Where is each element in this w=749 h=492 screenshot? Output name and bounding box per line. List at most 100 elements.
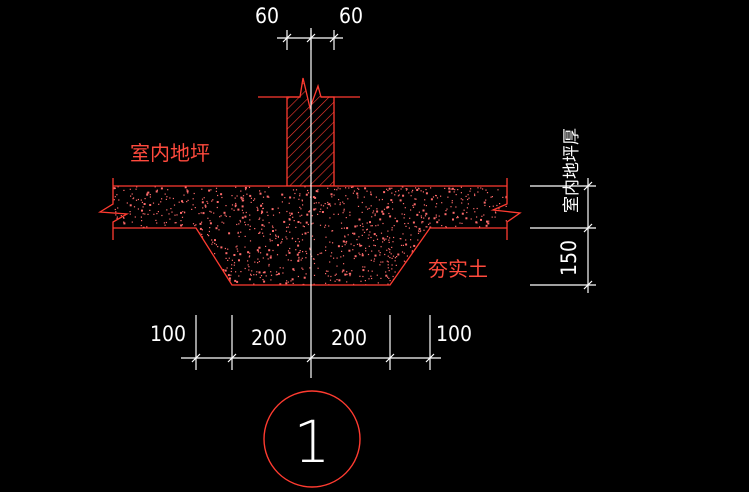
concrete-speckle <box>418 188 420 190</box>
concrete-speckle <box>166 281 168 283</box>
concrete-speckle <box>113 199 115 201</box>
concrete-speckle <box>311 223 313 225</box>
concrete-speckle <box>454 253 456 255</box>
concrete-speckle <box>437 232 440 235</box>
concrete-speckle <box>391 264 393 266</box>
concrete-speckle <box>178 233 180 235</box>
concrete-speckle <box>425 284 427 285</box>
concrete-speckle <box>160 273 163 275</box>
concrete-speckle <box>402 194 405 197</box>
concrete-speckle <box>249 194 252 197</box>
concrete-speckle <box>341 245 343 247</box>
concrete-speckle <box>329 261 331 263</box>
concrete-speckle <box>386 235 389 238</box>
concrete-speckle <box>500 235 502 237</box>
concrete-speckle <box>156 213 158 215</box>
concrete-speckle <box>248 269 250 271</box>
concrete-speckle <box>370 194 372 196</box>
concrete-speckle <box>476 222 478 224</box>
concrete-speckle <box>205 281 207 283</box>
concrete-speckle <box>131 274 134 277</box>
concrete-speckle <box>283 220 286 223</box>
concrete-speckle <box>423 229 425 231</box>
concrete-speckle <box>183 194 185 196</box>
concrete-speckle <box>123 189 125 191</box>
concrete-speckle <box>208 235 210 237</box>
concrete-speckle <box>161 277 163 279</box>
concrete-speckle <box>244 186 247 189</box>
concrete-speckle <box>116 217 118 220</box>
concrete-speckle <box>495 252 497 254</box>
concrete-speckle <box>425 226 427 228</box>
concrete-speckle <box>293 197 295 199</box>
concrete-speckle <box>129 264 132 267</box>
concrete-speckle <box>249 240 252 242</box>
concrete-speckle <box>367 270 369 272</box>
concrete-speckle <box>262 257 264 259</box>
concrete-speckle <box>320 208 322 210</box>
concrete-speckle <box>413 203 416 206</box>
concrete-speckle <box>503 242 505 244</box>
concrete-speckle <box>296 253 299 256</box>
concrete-speckle <box>461 250 463 253</box>
concrete-speckle <box>479 244 481 246</box>
concrete-speckle <box>231 259 233 261</box>
concrete-speckle <box>489 263 491 265</box>
concrete-speckle <box>258 246 261 249</box>
concrete-speckle <box>158 271 160 273</box>
concrete-speckle <box>455 251 457 253</box>
concrete-speckle <box>227 259 229 261</box>
concrete-speckle <box>467 194 469 196</box>
concrete-speckle <box>342 255 345 257</box>
concrete-speckle <box>461 202 463 204</box>
concrete-speckle <box>154 231 157 234</box>
concrete-speckle <box>484 204 486 207</box>
concrete-speckle <box>468 251 470 253</box>
concrete-speckle <box>505 253 507 255</box>
concrete-speckle <box>160 187 163 190</box>
concrete-speckle <box>462 284 464 285</box>
concrete-speckle <box>199 255 202 257</box>
concrete-speckle <box>159 229 161 231</box>
concrete-speckle <box>327 275 329 277</box>
concrete-speckle <box>360 280 362 282</box>
concrete-speckle <box>435 216 437 218</box>
concrete-speckle <box>208 189 211 192</box>
concrete-speckle <box>170 208 172 210</box>
concrete-speckle <box>321 252 323 254</box>
concrete-speckle <box>289 214 291 216</box>
concrete-speckle <box>201 198 204 200</box>
concrete-speckle <box>115 261 117 263</box>
concrete-speckle <box>263 235 265 237</box>
concrete-speckle <box>249 219 251 221</box>
concrete-speckle <box>307 192 310 194</box>
concrete-speckle <box>244 267 246 270</box>
concrete-speckle <box>197 238 199 240</box>
concrete-speckle <box>337 213 339 215</box>
concrete-speckle <box>425 192 428 195</box>
concrete-speckle <box>474 193 476 195</box>
concrete-speckle <box>307 231 309 233</box>
concrete-speckle <box>176 281 178 283</box>
concrete-speckle <box>396 256 398 258</box>
concrete-speckle <box>276 254 279 256</box>
concrete-speckle <box>388 239 390 241</box>
concrete-speckle <box>175 267 177 269</box>
concrete-speckle <box>394 260 396 262</box>
concrete-speckle <box>225 257 227 259</box>
concrete-speckle <box>388 277 390 279</box>
concrete-speckle <box>116 258 118 260</box>
concrete-speckle <box>412 206 415 208</box>
concrete-speckle <box>122 250 124 252</box>
concrete-speckle <box>150 282 152 284</box>
concrete-speckle <box>418 230 420 232</box>
concrete-speckle <box>391 187 393 189</box>
concrete-speckle <box>425 257 427 259</box>
concrete-speckle <box>125 241 127 243</box>
concrete-speckle <box>305 221 308 224</box>
concrete-speckle <box>140 244 142 246</box>
concrete-speckle <box>118 254 120 256</box>
concrete-speckle <box>329 279 332 281</box>
concrete-speckle <box>258 260 260 263</box>
concrete-speckle <box>327 270 329 272</box>
